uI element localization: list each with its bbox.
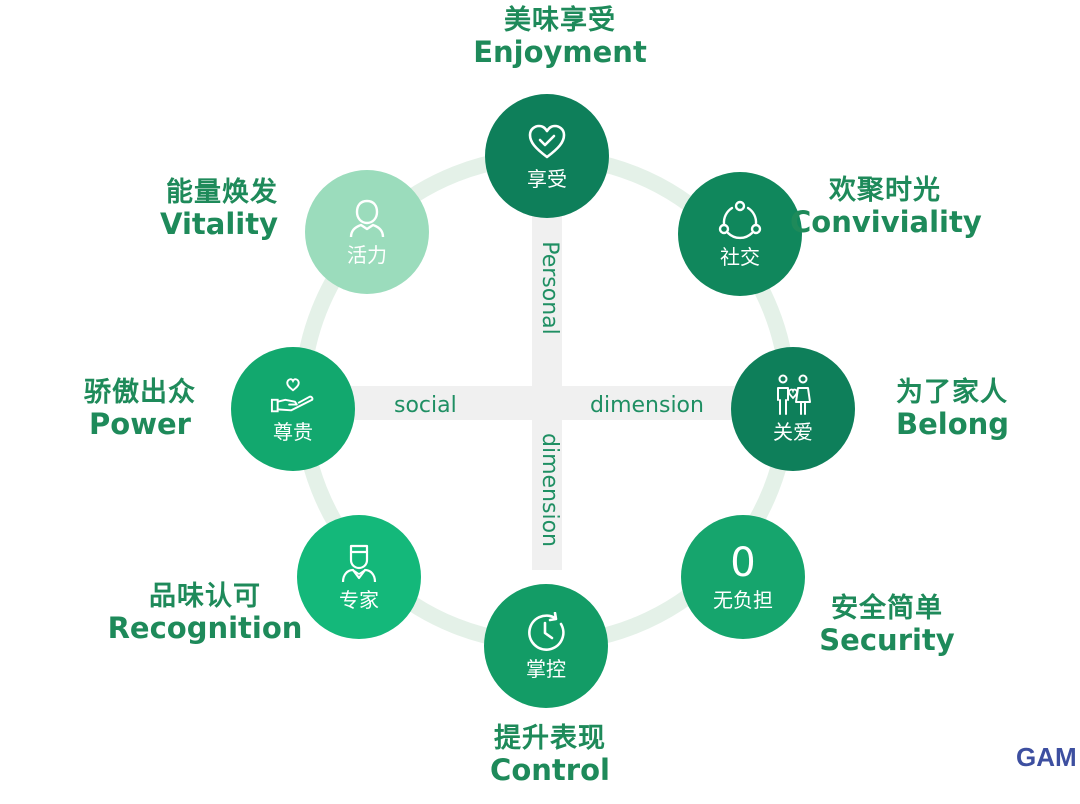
caption-zh: 安全简单 [831,593,943,624]
vertical-axis-bar [532,190,562,570]
hand-heart-icon [270,374,316,416]
person-icon [344,197,390,239]
axis-label-personal: Personal [537,241,562,335]
node-label: 活力 [347,243,387,267]
node-label: 专家 [339,588,379,612]
caption-power: 骄傲出众 Power [58,377,222,442]
caption-zh: 能量焕发 [166,177,278,208]
heart-check-icon [524,121,570,163]
caption-en: Control [490,753,610,788]
caption-belong: 为了家人 Belong [896,377,1076,442]
caption-enjoyment: 美味享受 Enjoyment [440,5,680,70]
node-label: 社交 [720,245,760,269]
caption-zh: 提升表现 [494,723,606,754]
node-recognition: 专家 [297,515,421,639]
caption-zh: 为了家人 [896,377,1008,408]
node-control: 掌控 [484,584,608,708]
caption-en: Belong [896,407,1010,442]
caption-recognition: 品味认可 Recognition [100,581,310,646]
node-label: 无负担 [713,588,773,612]
clock-icon [523,611,569,653]
node-security: 0 无负担 [681,515,805,639]
family-icon [770,374,816,416]
node-power: 尊贵 [231,347,355,471]
share-nodes-icon [717,199,763,241]
node-label: 掌控 [526,657,566,681]
node-conviviality: 社交 [678,172,802,296]
node-belong: 关爱 [731,347,855,471]
caption-security: 安全简单 Security [812,593,962,658]
zero-glyph: 0 [730,540,756,586]
caption-zh: 欢聚时光 [829,175,941,206]
expert-icon [336,542,382,584]
brand-logo-text: GAM [1016,742,1077,772]
caption-en: Security [819,623,955,658]
caption-zh: 品味认可 [149,581,261,612]
axis-label-dimension-horizontal: dimension [590,393,704,418]
node-label: 尊贵 [273,420,313,444]
caption-en: Vitality [160,207,278,242]
node-vitality: 活力 [305,170,429,294]
caption-zh: 骄傲出众 [84,377,196,408]
caption-control: 提升表现 Control [450,723,650,788]
node-label: 关爱 [773,420,813,444]
caption-en: Conviviality [790,205,982,240]
axis-label-social: social [394,393,457,418]
caption-en: Power [89,407,191,442]
caption-en: Enjoyment [473,35,647,70]
caption-conviviality: 欢聚时光 Conviviality [790,175,982,240]
node-label: 享受 [527,167,567,191]
caption-vitality: 能量焕发 Vitality [100,177,278,242]
caption-en: Recognition [107,611,303,646]
axis-label-dimension-vertical: dimension [537,433,562,547]
node-enjoyment: 享受 [485,94,609,218]
caption-zh: 美味享受 [504,5,616,36]
